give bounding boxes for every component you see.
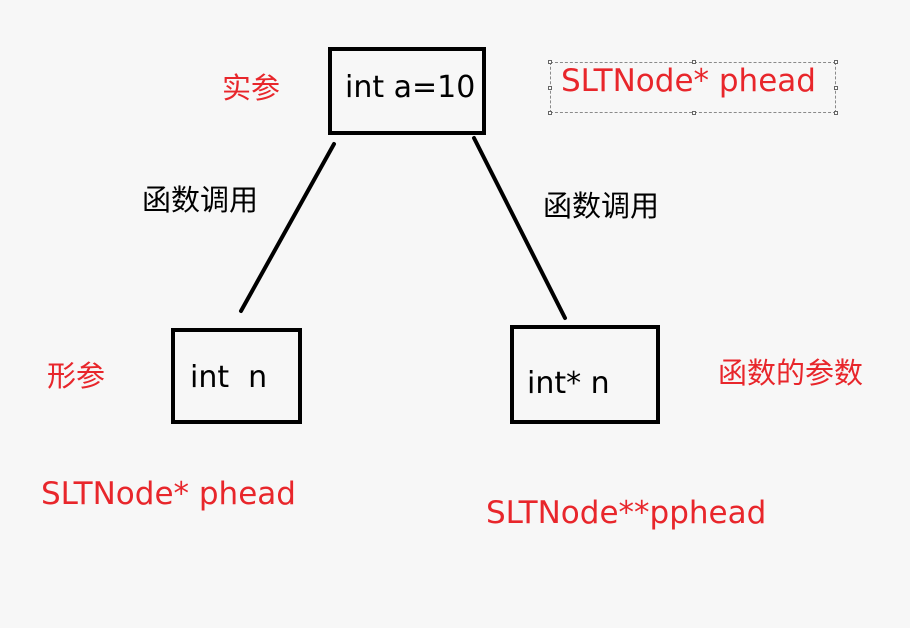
actual-param-label: 实参	[222, 71, 281, 105]
formal-ptr-box: int* n	[510, 325, 660, 424]
bottom-right-type-label: SLTNode**pphead	[486, 495, 767, 531]
right-call-edge	[472, 136, 567, 320]
resize-handle-tl[interactable]	[548, 60, 552, 64]
function-call-label-right: 函数调用	[543, 189, 660, 223]
resize-handle-mr[interactable]	[834, 86, 838, 90]
resize-handle-br[interactable]	[834, 111, 838, 115]
resize-handle-ml[interactable]	[548, 86, 552, 90]
actual-arg-text: int a=10	[345, 70, 476, 105]
selected-textbox-frame[interactable]	[548, 60, 838, 115]
formal-int-box: int n	[171, 328, 302, 424]
function-params-label: 函数的参数	[718, 356, 864, 390]
formal-param-label: 形参	[47, 359, 106, 393]
bottom-left-type-label: SLTNode* phead	[41, 476, 296, 512]
left-call-edge	[239, 142, 336, 313]
formal-int-text: int n	[190, 360, 268, 395]
actual-arg-box: int a=10	[328, 47, 486, 135]
resize-handle-bl[interactable]	[548, 111, 552, 115]
top-right-type-label[interactable]: SLTNode* phead	[561, 63, 816, 99]
formal-ptr-text: int* n	[527, 366, 610, 401]
resize-handle-tr[interactable]	[834, 60, 838, 64]
resize-handle-tm[interactable]	[692, 60, 696, 64]
resize-handle-bm[interactable]	[692, 111, 696, 115]
function-call-label-left: 函数调用	[142, 183, 259, 217]
